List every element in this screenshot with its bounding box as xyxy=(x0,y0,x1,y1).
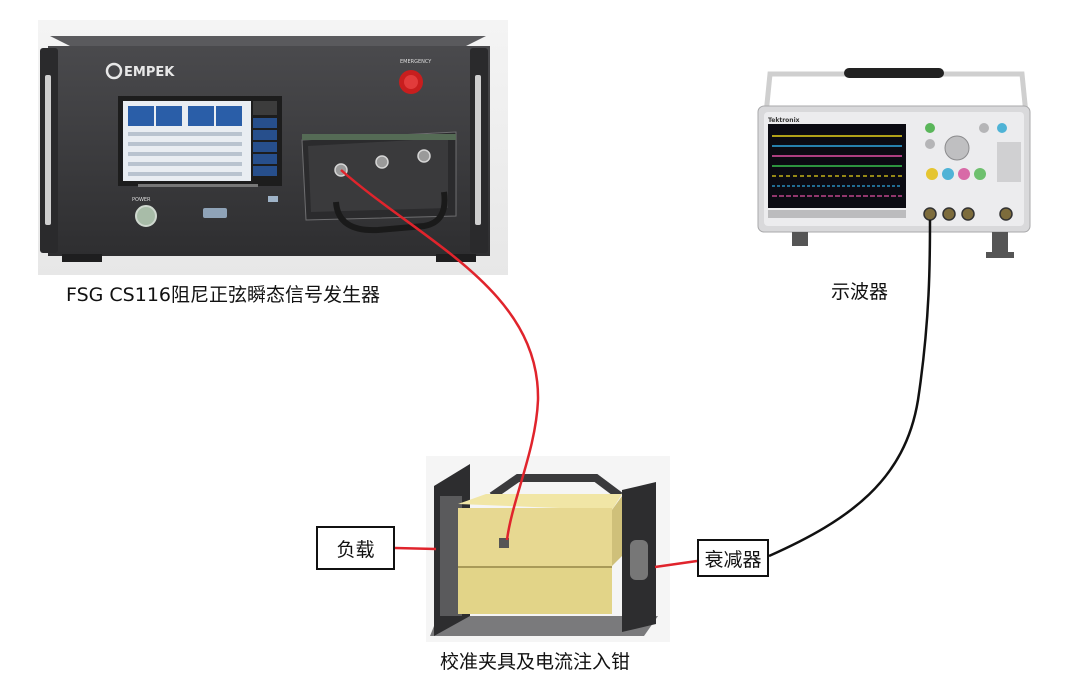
generator-caption: FSG CS116阻尼正弦瞬态信号发生器 xyxy=(66,284,381,306)
black-probe-cable xyxy=(768,219,932,558)
power-label: POWER xyxy=(132,197,151,203)
generator-brand-logo: EMPEK xyxy=(124,65,175,80)
attenuator-label-box: 衰减器 xyxy=(697,539,769,577)
load-label-box: 负载 xyxy=(316,526,395,570)
emergency-label: EMERGENCY xyxy=(400,59,432,65)
oscilloscope-illustration: Tektronix xyxy=(757,68,1031,258)
fixture-caption: 校准夹具及电流注入钳 xyxy=(440,651,631,673)
calibration-fixture xyxy=(426,456,670,642)
oscilloscope-caption: 示波器 xyxy=(831,281,889,303)
fixture-illustration xyxy=(426,456,670,642)
load-label: 负载 xyxy=(336,538,375,561)
oscilloscope-brand: Tektronix xyxy=(768,117,800,124)
oscilloscope: Tektronix xyxy=(752,66,1037,266)
attenuator-label: 衰减器 xyxy=(704,548,762,571)
signal-generator-illustration: EMPEK EMERGENCY POWER xyxy=(38,20,508,275)
signal-generator: EMPEK EMERGENCY POWER xyxy=(38,20,508,275)
